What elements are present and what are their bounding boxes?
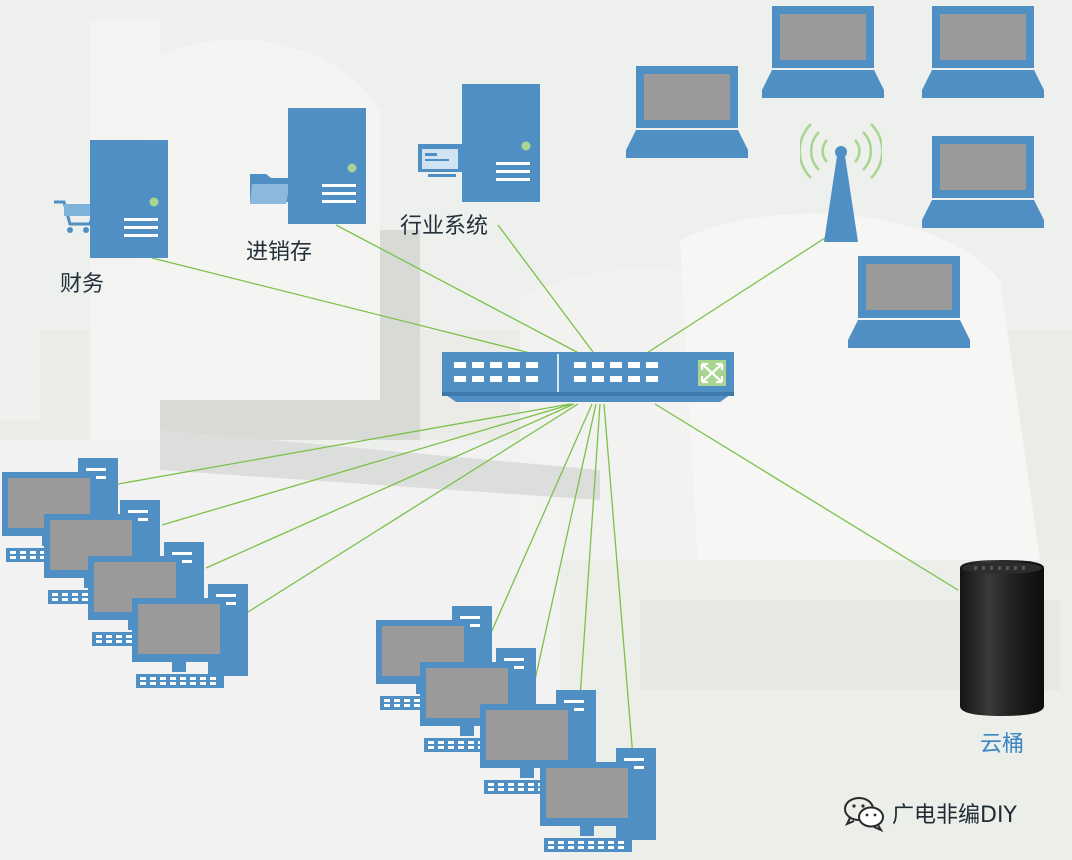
link-pc-group-bottom-1 — [489, 403, 593, 636]
link-inventory — [335, 224, 593, 361]
laptop — [922, 136, 1044, 228]
network-switch — [442, 352, 734, 402]
inventory-label: 进销存 — [246, 240, 313, 265]
desktop-pc — [132, 584, 248, 688]
link-pc-group-bottom-4 — [603, 403, 635, 771]
inventory-server — [250, 108, 366, 224]
monitor-window-icon — [418, 144, 462, 177]
link-pc-group-bottom-3 — [577, 403, 601, 729]
desktop-pc — [540, 748, 656, 852]
watermark-text: 广电非编DIY — [892, 803, 1017, 828]
link-cloud-bucket — [654, 403, 959, 591]
laptop — [762, 6, 884, 98]
link-pc-group-left-2 — [161, 403, 573, 526]
shopping-cart-icon — [54, 200, 96, 233]
laptop — [848, 256, 970, 348]
laptop — [626, 66, 748, 158]
link-pc-group-left-4 — [247, 403, 579, 613]
laptop — [922, 6, 1044, 98]
folder-icon — [250, 174, 290, 204]
link-industry-system — [497, 224, 597, 357]
finance-label: 财务 — [60, 272, 105, 297]
link-wifi-ap — [635, 235, 829, 361]
cloud-bucket-label: 云桶 — [980, 732, 1025, 757]
switch-arrows-icon — [698, 360, 726, 386]
finance-server — [54, 140, 168, 258]
wifi-access-point — [800, 123, 882, 242]
link-finance — [151, 257, 591, 369]
link-pc-group-left-1 — [117, 403, 571, 485]
watermark: 广电非编DIY — [842, 794, 1017, 832]
industry-system-label: 行业系统 — [400, 214, 489, 239]
wifi-signal-icon — [800, 123, 882, 179]
industry-system-server — [418, 84, 540, 202]
wechat-icon — [844, 797, 884, 832]
switch-ports — [454, 362, 658, 382]
cloud-bucket-device — [960, 560, 1044, 716]
link-pc-group-left-3 — [205, 403, 575, 569]
link-pc-group-bottom-2 — [534, 403, 597, 681]
